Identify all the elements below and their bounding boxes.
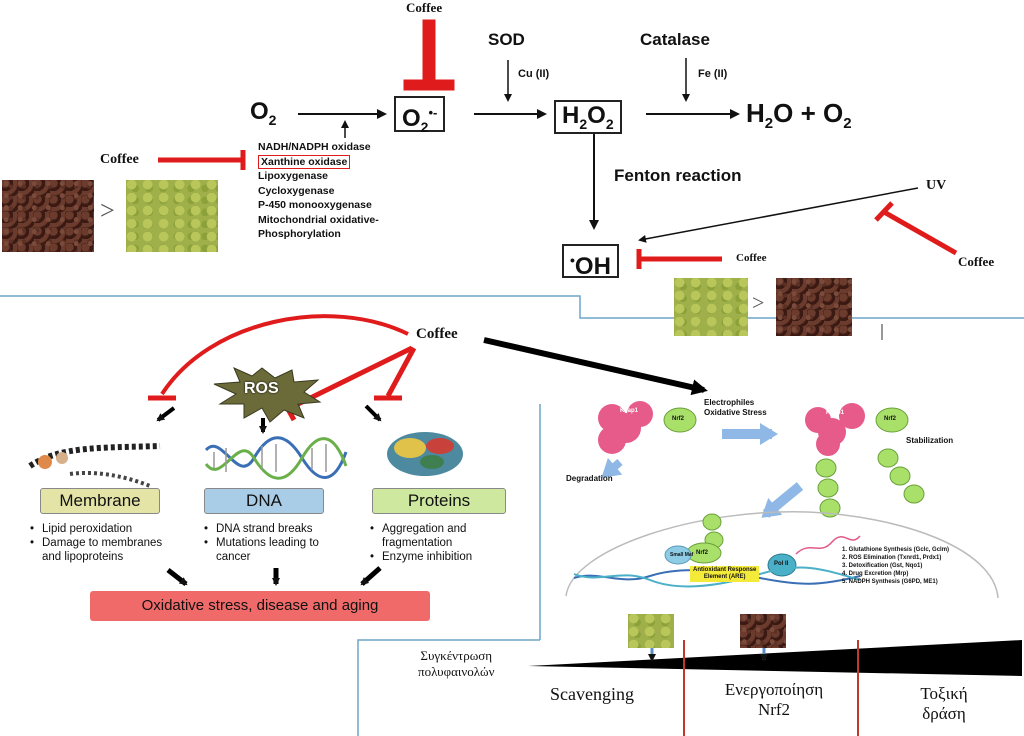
coffee-inhibits-uv [874, 201, 958, 256]
coffee-inhibits-oh [636, 249, 722, 269]
superoxide-box: O2•- [394, 96, 446, 135]
enzyme-item: Mitochondrial oxidative- [258, 213, 379, 226]
target-gene-item: 4. Drug Excretion (Mrp) [842, 571, 909, 577]
catalase-label: Catalase [640, 30, 710, 49]
protein-illustration [387, 432, 463, 476]
oxygen-label: O2 [250, 98, 277, 128]
nrf2-label: Nrf2 [672, 416, 685, 422]
dna-illustration [204, 436, 348, 480]
enzyme-item: Phosphorylation [258, 228, 341, 240]
dna-effect-item: Mutations leading to cancer [204, 536, 354, 564]
concentration-wedge [528, 640, 1022, 676]
target-gene-item: 5. NADPH Synthesis (G6PD, ME1) [842, 579, 938, 585]
dna-effect-item: DNA strand breaks [204, 522, 354, 536]
ros-label: ROS [244, 380, 279, 397]
protein-effect-item: Aggregation and fragmentation [370, 522, 506, 550]
coffee-label-center: Coffee [416, 326, 458, 342]
enzyme-item: Lipoxygenase [258, 170, 329, 182]
membrane-effects: Lipid peroxidation Damage to membranes a… [30, 522, 170, 564]
dna-label: DNA [204, 488, 324, 514]
protein-effects: Aggregation and fragmentation Enzyme inh… [370, 522, 506, 564]
enzyme-item: NADH/NADPH oxidase [258, 141, 371, 153]
coffee-inhibits-superoxide [403, 19, 455, 91]
nrf2-pathway-illustration [565, 401, 999, 599]
small-maf-label: Small Maf [670, 552, 694, 558]
target-gene-item: 2. ROS Elimination (Txnrd1, Prdx1) [842, 555, 942, 561]
coffee-label-oh: Coffee [736, 252, 767, 264]
roasted-coffee-image-right [776, 278, 852, 336]
proteins-label: Proteins [372, 488, 506, 514]
green-coffee-image-right [674, 278, 748, 336]
stabilization-label: Stabilization [906, 436, 954, 445]
target-gene-item: 3. Detoxification (Gst, Nqo1) [842, 563, 923, 569]
protein-effect-item: Enzyme inhibition [370, 550, 506, 564]
coffee-label-left: Coffee [100, 152, 139, 167]
enzyme-item: Cycloxygenase [258, 184, 335, 197]
degradation-label: Degradation [566, 474, 613, 483]
enzyme-item-xanthine: Xanthine oxidase [258, 154, 351, 169]
keap1-label-right: Keap1 [826, 410, 845, 416]
sod-label: SOD [488, 30, 525, 49]
green-coffee-small-image [628, 614, 674, 648]
arrow-coffee-to-nrf2 [483, 337, 708, 396]
nrf2-nucleus-label: Nrf2 [696, 550, 709, 556]
membrane-illustration [28, 443, 161, 488]
nrf2-label-right: Nrf2 [884, 416, 897, 422]
fenton-label: Fenton reaction [614, 166, 742, 185]
section-divider-bottom [357, 639, 540, 736]
enzyme-list: NADH/NADPH oxidase Xanthine oxidase Lipo… [258, 140, 379, 242]
coffee-label-right: Coffee [958, 254, 995, 269]
nrf2-activation-label: Ενεργοποίηση Nrf2 [724, 680, 824, 719]
scavenging-label: Scavenging [550, 684, 634, 704]
outcome-banner: Oxidative stress, disease and aging [90, 591, 430, 621]
section-divider-top [0, 295, 1024, 319]
products-label: H2O + O2 [746, 98, 852, 133]
target-genes-list: 1. Glutathione Synthesis (Gclc, Gclm) 2.… [842, 546, 949, 586]
greater-than-right: > [752, 290, 765, 315]
are-box: Antioxidant Response Element (ARE) [690, 566, 760, 582]
toxic-effect-label: Τοξική δράση [920, 684, 968, 723]
membrane-effect-item: Lipid peroxidation [30, 522, 170, 536]
enzyme-item: P-450 monooxygenase [258, 199, 372, 211]
membrane-effect-item: Damage to membranes and lipoproteins [30, 536, 170, 564]
fe-label: Fe (II) [698, 68, 728, 80]
coffee-label-top: Coffee [406, 0, 443, 15]
dna-effects: DNA strand breaks Mutations leading to c… [204, 522, 354, 564]
uv-label: UV [926, 178, 947, 193]
roasted-coffee-small-image [740, 614, 786, 648]
pol-label: Pol II [774, 561, 789, 567]
coffee-inhibits-proteins [385, 346, 417, 398]
hydroxyl-box: •OH [562, 244, 619, 280]
electrophiles-label: Electrophiles Oxidative Stress [704, 398, 767, 417]
arrow-uv-to-oh [638, 187, 919, 243]
concentration-label: Συγκέντρωση πολυφαινολών [418, 648, 495, 679]
roasted-coffee-image [2, 180, 94, 252]
h2o2-box: H2O2 [554, 100, 622, 134]
green-coffee-image [126, 180, 218, 252]
cu-label: Cu (II) [518, 68, 550, 80]
greater-than-left: > [100, 196, 115, 225]
ros-burst [213, 367, 322, 423]
coffee-inhibits-membrane-curve [160, 314, 409, 396]
membrane-label: Membrane [40, 488, 160, 514]
coffee-inhibits-xanthine [158, 150, 246, 170]
keap1-label: Keap1 [620, 408, 639, 414]
target-gene-item: 1. Glutathione Synthesis (Gclc, Gclm) [842, 547, 950, 553]
